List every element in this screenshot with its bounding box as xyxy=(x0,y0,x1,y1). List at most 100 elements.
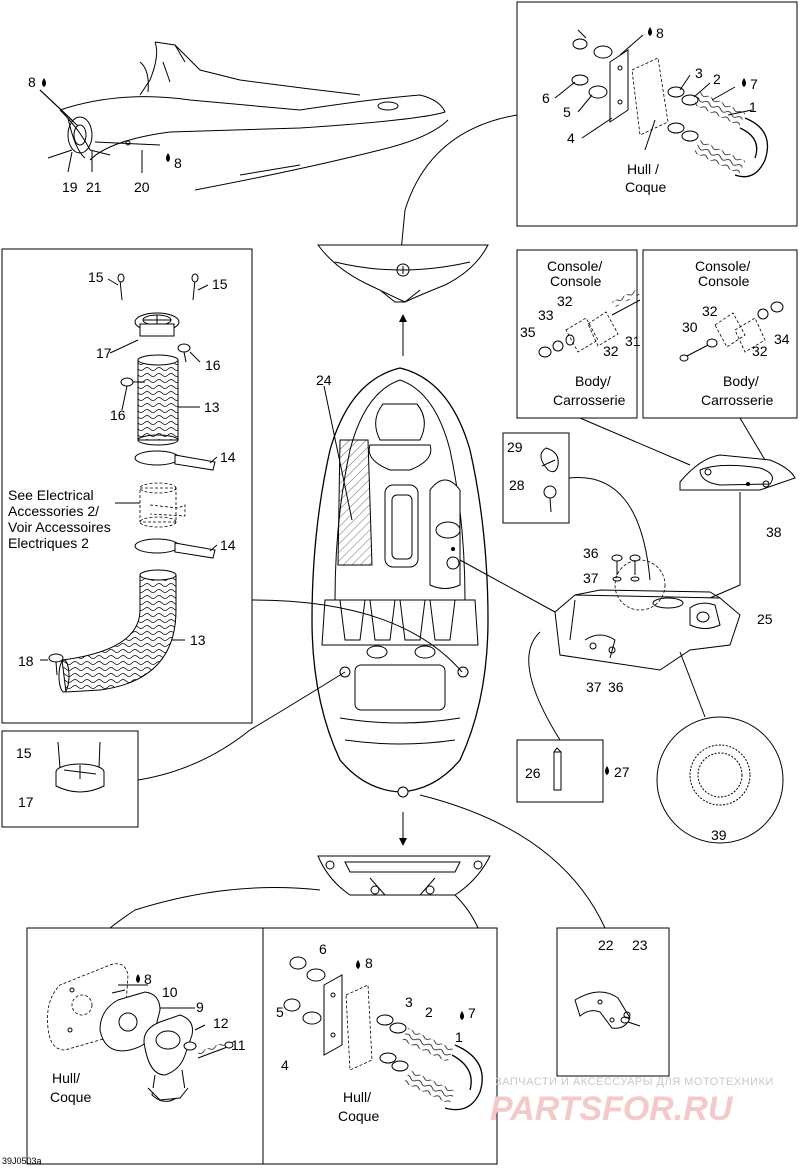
label-23: 23 xyxy=(632,937,648,953)
watermark-line2: PARTSFOR.RU xyxy=(490,1090,734,1128)
label-31: 31 xyxy=(625,333,641,349)
label-6b: 6 xyxy=(319,941,327,957)
watermark: ЗАПЧАСТИ И АКСЕССУАРЫ ДЛЯ МОТОТЕХНИКИ PA… xyxy=(490,1076,774,1128)
label-4b: 4 xyxy=(281,1057,289,1073)
drop-icon xyxy=(648,27,652,36)
label-38: 38 xyxy=(766,524,782,540)
label-27: 27 xyxy=(614,764,630,780)
label-7b: 7 xyxy=(468,1005,476,1021)
label-11: 11 xyxy=(231,1037,246,1053)
label-12: 12 xyxy=(213,1015,229,1031)
label-1: 1 xyxy=(749,99,757,115)
label-25: 25 xyxy=(757,611,773,627)
label-4: 4 xyxy=(567,130,575,146)
label-34: 34 xyxy=(774,331,790,347)
label-13b: 13 xyxy=(190,632,206,648)
label-carrosserie-a: Carrosserie xyxy=(553,392,626,408)
rear-bottom-part xyxy=(109,794,606,929)
drain-plug-assembly xyxy=(47,963,234,1102)
label-see-elec-1: See Electrical xyxy=(8,487,94,503)
leader-lines-left xyxy=(40,278,463,781)
label-36a: 36 xyxy=(583,545,599,561)
clip-fasteners xyxy=(540,447,651,581)
label-3: 3 xyxy=(695,65,703,81)
label-carrosserie-b: Carrosserie xyxy=(701,392,774,408)
label-16b: 16 xyxy=(110,407,126,423)
label-24: 24 xyxy=(316,372,332,388)
label-9: 9 xyxy=(196,999,204,1015)
label-6: 6 xyxy=(542,90,550,106)
label-coque-top: Coque xyxy=(625,179,666,195)
leader-lines-right xyxy=(554,34,753,151)
label-console-a: Console/ xyxy=(547,258,602,274)
label-8d: 8 xyxy=(144,971,152,987)
label-20: 20 xyxy=(134,179,150,195)
label-15c: 15 xyxy=(16,745,32,761)
label-36b: 36 xyxy=(608,679,624,695)
label-29: 29 xyxy=(507,439,523,455)
vent-hose-assembly xyxy=(48,273,216,693)
label-37b: 37 xyxy=(586,679,602,695)
drop-icon xyxy=(605,766,609,775)
label-7: 7 xyxy=(750,76,758,92)
label-body-a: Body/ xyxy=(575,373,611,389)
label-see-elec-4: Electriques 2 xyxy=(8,535,89,551)
u-bolt-assembly-bottom xyxy=(283,956,483,1111)
drop-icon xyxy=(356,960,360,969)
label-hull-bl: Hull/ xyxy=(52,1070,80,1086)
label-hull-bm: Hull/ xyxy=(343,1089,371,1105)
label-hull-top: Hull / xyxy=(627,161,659,177)
label-5b: 5 xyxy=(276,1004,284,1020)
rear-step-part xyxy=(317,244,489,356)
drop-icon xyxy=(166,153,170,162)
watermark-line1: ЗАПЧАСТИ И АКСЕССУАРЫ ДЛЯ МОТОТЕХНИКИ xyxy=(495,1076,774,1088)
label-32b: 32 xyxy=(603,343,619,359)
vent-cover-small xyxy=(55,741,105,793)
label-19: 19 xyxy=(62,179,78,195)
label-32a: 32 xyxy=(557,293,573,309)
console-body-fasteners xyxy=(538,289,784,362)
label-see-elec-3: Voir Accessoires xyxy=(8,519,111,535)
u-bolt-assembly-top xyxy=(571,29,769,178)
label-8b: 8 xyxy=(174,155,182,171)
label-35: 35 xyxy=(520,324,536,340)
label-2: 2 xyxy=(713,71,721,87)
label-14b: 14 xyxy=(220,537,236,553)
label-17b: 17 xyxy=(18,794,34,810)
label-32c: 32 xyxy=(702,303,718,319)
label-26: 26 xyxy=(525,765,541,781)
label-39: 39 xyxy=(711,827,727,843)
label-33: 33 xyxy=(538,307,554,323)
label-see-elec-2: Accessories 2/ xyxy=(8,503,99,519)
label-coque-bl: Coque xyxy=(50,1089,91,1105)
bracket-22-23 xyxy=(574,991,641,1029)
label-30: 30 xyxy=(682,319,698,335)
storage-bin-25 xyxy=(459,554,741,741)
label-1b: 1 xyxy=(455,1029,463,1045)
label-18: 18 xyxy=(18,653,34,669)
drop-icon xyxy=(460,1011,464,1020)
label-16a: 16 xyxy=(205,357,221,373)
label-console2-b: Console xyxy=(698,273,750,289)
watercraft-side-view xyxy=(39,41,449,191)
label-13a: 13 xyxy=(204,399,220,415)
label-console2-a: Console xyxy=(550,273,602,289)
drop-icon xyxy=(742,78,746,87)
label-22: 22 xyxy=(598,937,614,953)
label-3b: 3 xyxy=(405,994,413,1010)
label-32d: 32 xyxy=(752,343,768,359)
label-2b: 2 xyxy=(425,1004,433,1020)
label-body-b: Body/ xyxy=(723,373,759,389)
part-number-labels: 8 19 21 20 8 8 3 2 7 1 6 5 4 Hull / Coqu… xyxy=(2,25,790,1166)
leader-top xyxy=(399,114,518,263)
tube-26 xyxy=(553,747,562,791)
label-15b: 15 xyxy=(212,276,228,292)
label-28: 28 xyxy=(509,477,525,493)
watercraft-top-view xyxy=(311,367,489,846)
label-console-b: Console/ xyxy=(695,258,750,274)
label-5: 5 xyxy=(563,104,571,120)
drop-icon xyxy=(136,974,140,983)
diagram-id: 39J0503a xyxy=(2,1156,42,1166)
